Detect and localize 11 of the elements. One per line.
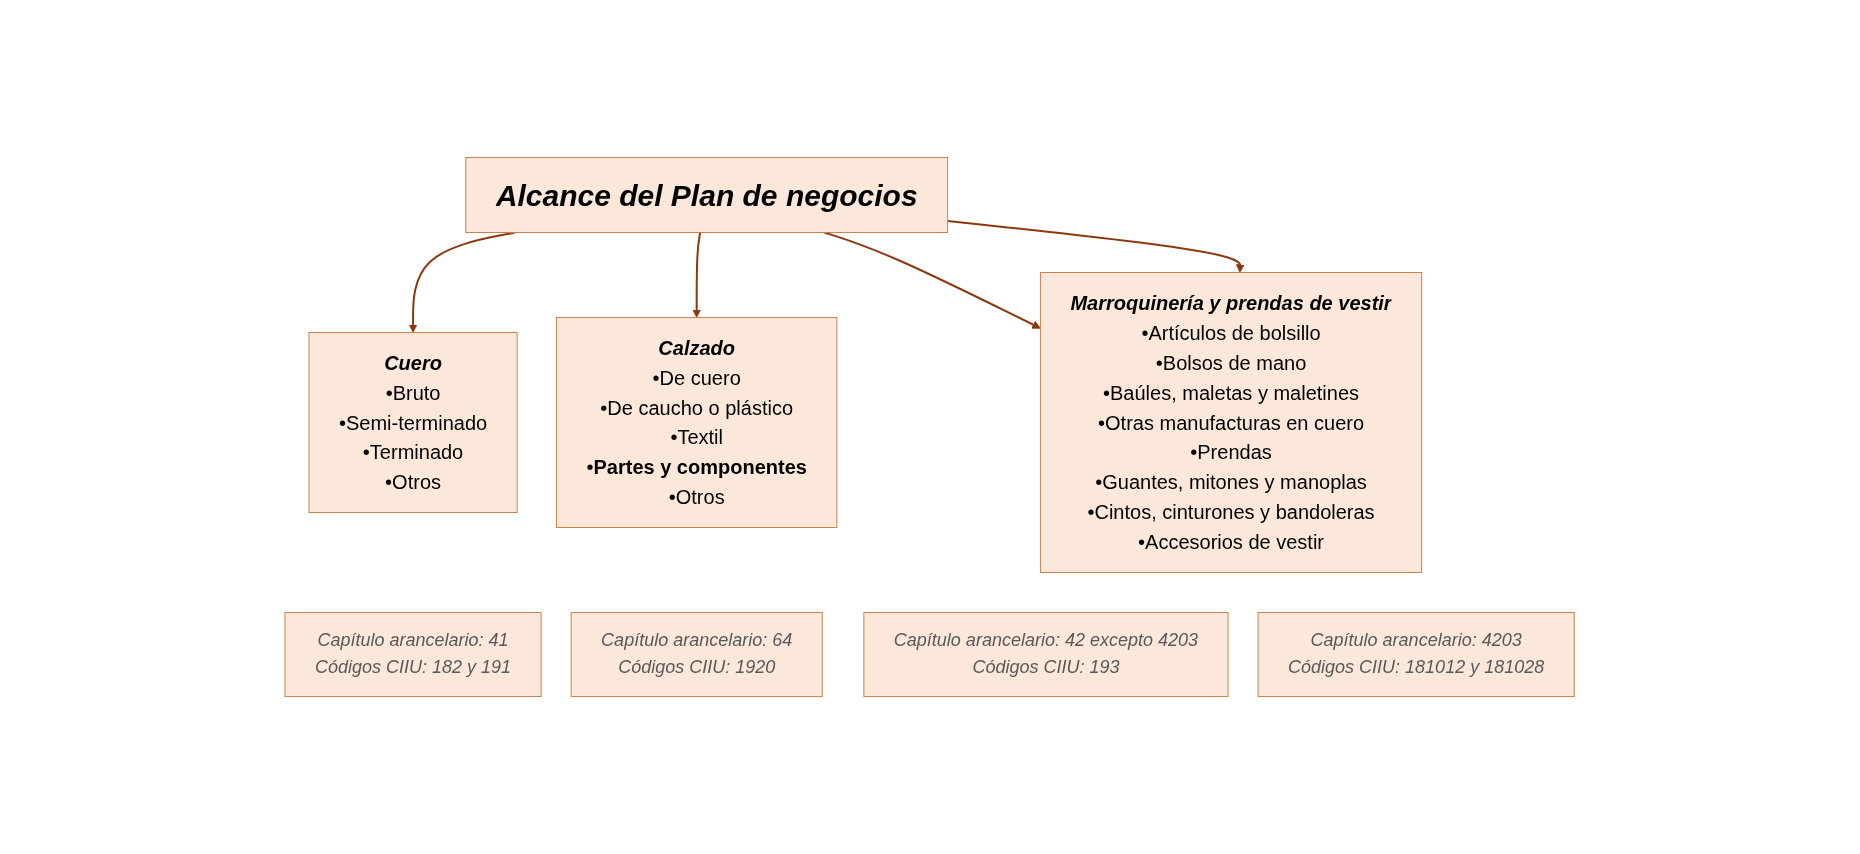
arrow [692,231,702,318]
node-box: Capítulo arancelario: 42 excepto 4203 Códigos CIIU: 193 [863,612,1229,697]
arrow [946,219,1246,273]
node-box: Cuero •Bruto •Semi-terminado •Terminado •Otros [308,332,518,513]
node-box: Calzado •De cuero •De caucho o plástico •Textil •Partes y componentes •Otros [556,317,838,528]
node-box: Capítulo arancelario: 64 Códigos CIIU: 1920 [571,612,824,697]
node-box: Marroquinería y prendas de vestir •Artículos de bolsillo •Bolsos de mano •Baúles, maletas y maletines •Otras manufacturas en cuero •Prendas •Guantes, mitones y manoplas •Cintos, cinturones y bandoleras •Accesorios de vestir [1040,272,1423,573]
node-box: Capítulo arancelario: 41 Códigos CIIU: 182 y 191 [284,612,542,697]
arrow [823,231,1042,329]
node-box: Alcance del Plan de negocios [465,157,949,233]
node-box: Capítulo arancelario: 4203 Códigos CIIU: 181012 y 181028 [1257,612,1576,697]
